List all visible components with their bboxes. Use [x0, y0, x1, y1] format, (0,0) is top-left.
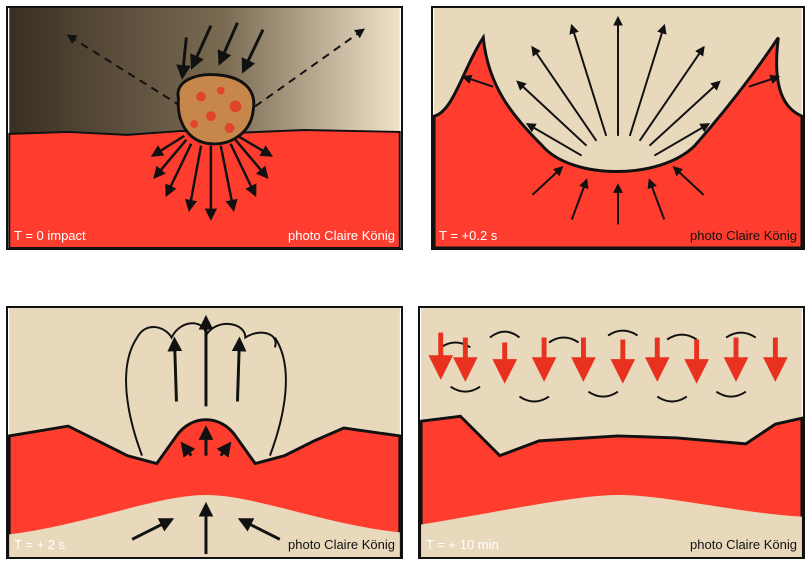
photo-credit: photo Claire König — [690, 537, 797, 552]
panel-final-crater: T = + 10 min photo Claire König — [418, 306, 805, 559]
time-label: T = 0 impact — [14, 228, 86, 243]
time-label: T = +0.2 s — [439, 228, 497, 243]
photo-credit: photo Claire König — [690, 228, 797, 243]
rebound-diagram — [8, 308, 401, 557]
final-crater-diagram — [420, 308, 803, 557]
impactor — [178, 75, 254, 144]
excavation-diagram — [433, 8, 803, 248]
panel-impact: T = 0 impact photo Claire König — [6, 6, 403, 250]
panel-rebound: T = + 2 s photo Claire König — [6, 306, 403, 559]
photo-credit: photo Claire König — [288, 228, 395, 243]
impact-diagram — [8, 8, 401, 248]
time-label: T = + 10 min — [426, 537, 499, 552]
time-label: T = + 2 s — [14, 537, 65, 552]
panel-excavation: T = +0.2 s photo Claire König — [431, 6, 805, 250]
photo-credit: photo Claire König — [288, 537, 395, 552]
